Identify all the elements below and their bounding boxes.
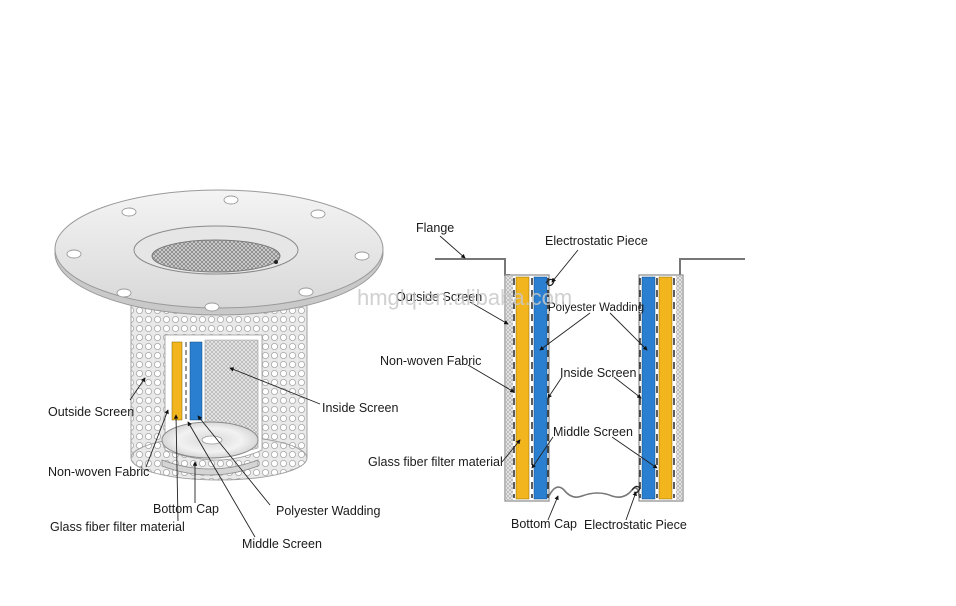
left-outer-screen [506, 276, 513, 500]
bolt-hole [66, 249, 82, 259]
electrostatic-piece-dot [274, 260, 278, 264]
left-label-polyester-wadding: Polyester Wadding [276, 504, 380, 518]
left-label-inside-screen: Inside Screen [322, 401, 398, 415]
flange-profile-right [679, 258, 745, 275]
left-glass-fiber [515, 276, 530, 500]
left-label-glass-fiber: Glass fiber filter material [50, 520, 185, 534]
flange-inner-mesh [151, 239, 281, 273]
bolt-hole [116, 288, 132, 298]
right-label-electrostatic-top: Electrostatic Piece [545, 234, 648, 248]
bolt-hole [298, 287, 314, 297]
right-label-glass-fiber: Glass fiber filter material [368, 455, 503, 469]
bottom-cap-profile [548, 486, 640, 498]
right-glass-fiber [658, 276, 673, 500]
bottom-cap-hole [201, 435, 223, 445]
bottom-cap-rim [161, 459, 259, 476]
bolt-hole [121, 207, 137, 217]
glass-fiber-layer-left [171, 341, 183, 421]
left-label-middle-screen: Middle Screen [242, 537, 322, 551]
right-label-middle-screen: Middle Screen [553, 425, 633, 439]
bolt-hole [310, 209, 326, 219]
flange-bolt-holes [66, 195, 370, 312]
right-label-polyester-wadding: Polyester Wadding [548, 302, 644, 314]
right-cross-section [435, 258, 745, 502]
left-label-outside-screen: Outside Screen [48, 405, 134, 419]
bolt-hole [223, 195, 239, 205]
flange-profile-left [435, 258, 510, 276]
right-polyester [641, 276, 656, 500]
right-label-flange: Flange [416, 221, 454, 235]
right-label-inside-screen: Inside Screen [560, 366, 636, 380]
right-label-electrostatic-bottom: Electrostatic Piece [584, 518, 687, 532]
bolt-hole [354, 251, 370, 261]
left-leader-lines [129, 367, 321, 538]
left-filter-illustration [54, 189, 384, 481]
right-label-bottom-cap: Bottom Cap [511, 517, 577, 531]
left-label-non-woven-fabric: Non-woven Fabric [48, 465, 149, 479]
right-label-outside-screen: Outside Screen [396, 290, 482, 304]
left-label-bottom-cap: Bottom Cap [153, 502, 219, 516]
watermark: hmglq.en.alibaba.com [357, 285, 572, 310]
right-label-non-woven-fabric: Non-woven Fabric [380, 354, 481, 368]
right-outer-screen [676, 276, 682, 500]
bolt-hole [204, 302, 220, 312]
right-leader-lines [439, 235, 658, 521]
left-polyester [533, 276, 548, 500]
polyester-layer-left [189, 341, 203, 421]
